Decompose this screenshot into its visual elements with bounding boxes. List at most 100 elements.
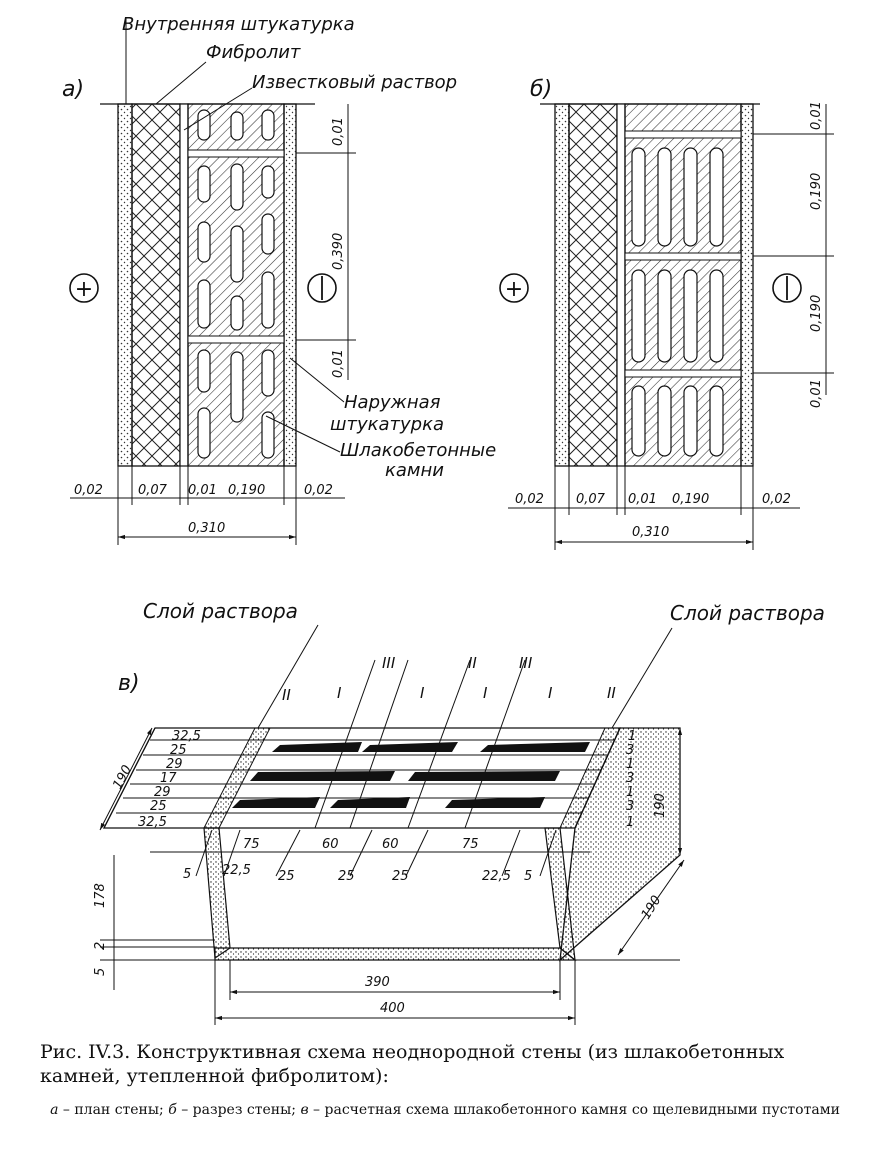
block-bottom	[214, 947, 577, 961]
mortar-layer-left-label: Слой раствора	[143, 599, 298, 623]
inner-plaster-layer-a	[117, 103, 133, 467]
left-stack-5: 29	[154, 785, 171, 800]
dim-a-total: 0,310	[188, 521, 225, 536]
upper-dim-1: 75	[243, 837, 260, 852]
zone-label-4: II	[468, 654, 477, 672]
outer-plaster-layer-b	[740, 103, 754, 467]
lime-mortar-label: Известковый раствор	[252, 72, 457, 93]
right-stack-4: 3	[626, 771, 634, 786]
outer-plaster-layer-a	[283, 103, 297, 467]
lower-dim-3: 25	[278, 869, 295, 884]
caption-text-c: – расчетная схема шлакобетонного камня с…	[308, 1102, 840, 1118]
zone-label-2: I	[337, 684, 342, 702]
dim-b-h1: 0,02	[515, 492, 544, 507]
inner-plaster-layer-b	[554, 103, 570, 467]
side-dim-3: 5	[93, 968, 108, 976]
height-dim-right: 190	[653, 793, 668, 818]
slot-voids-a	[197, 109, 275, 459]
right-stack-5: 1	[626, 785, 634, 800]
upper-labels: Внутренняя штукатурка Фибролит Известков…	[122, 14, 496, 481]
zone-label-8: I	[548, 684, 553, 702]
left-stack-1: 32,5	[172, 729, 201, 744]
lower-dim-1: 5	[183, 867, 191, 882]
left-stack-3: 29	[166, 757, 183, 772]
upper-dim-3: 60	[382, 837, 399, 852]
zone-label-9: II	[607, 684, 616, 702]
upper-dim-2: 60	[322, 837, 339, 852]
zone-label-7: I	[483, 684, 488, 702]
panel-c-letter: в)	[118, 671, 140, 696]
side-dim-1: 178	[93, 883, 108, 908]
inner-plaster-label: Внутренняя штукатурка	[122, 14, 355, 35]
minus-sign-a	[307, 273, 337, 303]
fibrolite-layer-b	[568, 103, 618, 467]
left-stack-7: 32,5	[138, 815, 167, 830]
caption-text-a: – план стены;	[58, 1102, 169, 1118]
dim-a-h5: 0,02	[304, 483, 333, 498]
dim-b-v2: 0,190	[809, 173, 824, 210]
dim-a-v1: 0,01	[331, 117, 346, 146]
lower-dim-2: 22,5	[222, 863, 251, 878]
zone-label-5: III	[519, 654, 533, 672]
zone-label-3: III	[382, 654, 396, 672]
left-stack-4: 17	[160, 771, 177, 786]
mortar-joint-b-1	[624, 130, 742, 139]
side-dim-2: 2	[93, 942, 108, 950]
lower-dim-5: 25	[392, 869, 409, 884]
right-stack: 1 3 1 3 1 3 1	[626, 729, 636, 830]
plus-sign-a	[69, 273, 99, 303]
plus-sign-b	[499, 273, 529, 303]
mortar-joint-a-2	[187, 335, 285, 344]
dim-b-total: 0,310	[632, 525, 669, 540]
inner-width-dim: 390	[365, 975, 390, 990]
dim-a-v2: 0,390	[331, 233, 346, 270]
panel-a: а)	[62, 77, 356, 545]
panel-c: в) Слой раствора Слой раствора	[93, 599, 825, 1025]
panel-b-letter: б)	[530, 77, 552, 102]
slag-blocks-label-1: Шлакобетонные	[340, 440, 496, 461]
lower-dims: 5 22,5 25 25 25 22,5 5	[183, 863, 532, 884]
zone-label-6: I	[420, 684, 425, 702]
dim-b-h3: 0,01	[628, 492, 657, 507]
plus-text-a: +	[75, 277, 93, 302]
left-stack-6: 25	[150, 799, 167, 814]
fibrolite-layer-a	[131, 103, 181, 467]
dim-a-h2: 0,07	[138, 483, 168, 498]
minus-sign-b	[772, 273, 802, 303]
mortar-joint-b-3	[624, 369, 742, 378]
right-stack-1: 1	[628, 729, 636, 744]
lower-dim-6: 22,5	[482, 869, 511, 884]
depth-dim: 190	[639, 893, 665, 922]
slag-blocks-label-2: камни	[385, 460, 444, 481]
lower-dim-4: 25	[338, 869, 355, 884]
fibrolite-label: Фибролит	[206, 42, 301, 63]
caption-key-a: а	[50, 1102, 59, 1118]
caption-text-b: – разрез стены;	[176, 1102, 301, 1118]
upper-dims: 75 60 60 75	[243, 837, 479, 852]
dim-b-v1: 0,01	[809, 101, 824, 130]
dim-a-v3: 0,01	[331, 349, 346, 378]
caption-key-b: б	[168, 1102, 177, 1118]
outer-width-dim: 400	[380, 1001, 405, 1016]
right-stack-6: 3	[626, 799, 634, 814]
slot-voids-b	[631, 147, 724, 457]
panel-a-letter: а)	[62, 77, 84, 102]
left-stack: 32,5 25 29 17 29 25 32,5	[138, 729, 201, 830]
outer-plaster-label-1: Наружная	[344, 392, 441, 413]
left-stack-2: 25	[170, 743, 187, 758]
dim-b-v4: 0,01	[809, 379, 824, 408]
lower-dim-7: 5	[524, 869, 532, 884]
mortar-joint-b-2	[624, 252, 742, 261]
dim-b-h4: 0,190	[672, 492, 709, 507]
dim-a-h3: 0,01	[188, 483, 217, 498]
zone-label-1: II	[282, 686, 291, 704]
dim-b-h2: 0,07	[576, 492, 606, 507]
dim-a-h1: 0,02	[74, 483, 103, 498]
slot-voids-c	[232, 742, 590, 808]
lower-leaders	[195, 829, 557, 877]
caption-key-c: в	[300, 1102, 309, 1118]
right-stack-2: 3	[626, 743, 634, 758]
right-stack-3: 1	[626, 757, 634, 772]
plus-text-b: +	[505, 277, 523, 302]
